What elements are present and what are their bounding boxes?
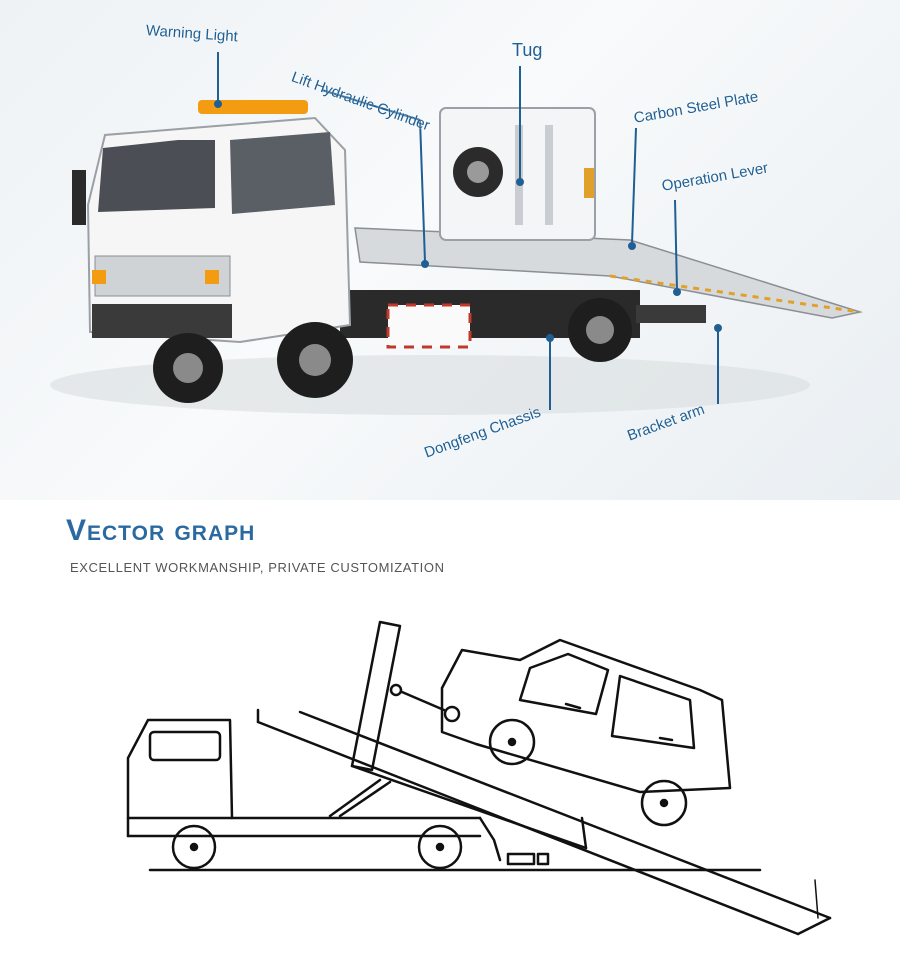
callout-tug: Tug: [512, 40, 543, 60]
product-photo-section: Warning Light Lift Hydraulic Cylinder Tu…: [0, 0, 900, 500]
vector-graph-section: Vector graph EXCELLENT WORKMANSHIP, PRIV…: [0, 500, 900, 953]
vector-line-drawing: [126, 620, 832, 936]
truck-illustration: [50, 52, 863, 415]
section-subtitle: EXCELLENT WORKMANSHIP, PRIVATE CUSTOMIZA…: [70, 560, 445, 575]
section-title: Vector graph: [66, 514, 256, 547]
